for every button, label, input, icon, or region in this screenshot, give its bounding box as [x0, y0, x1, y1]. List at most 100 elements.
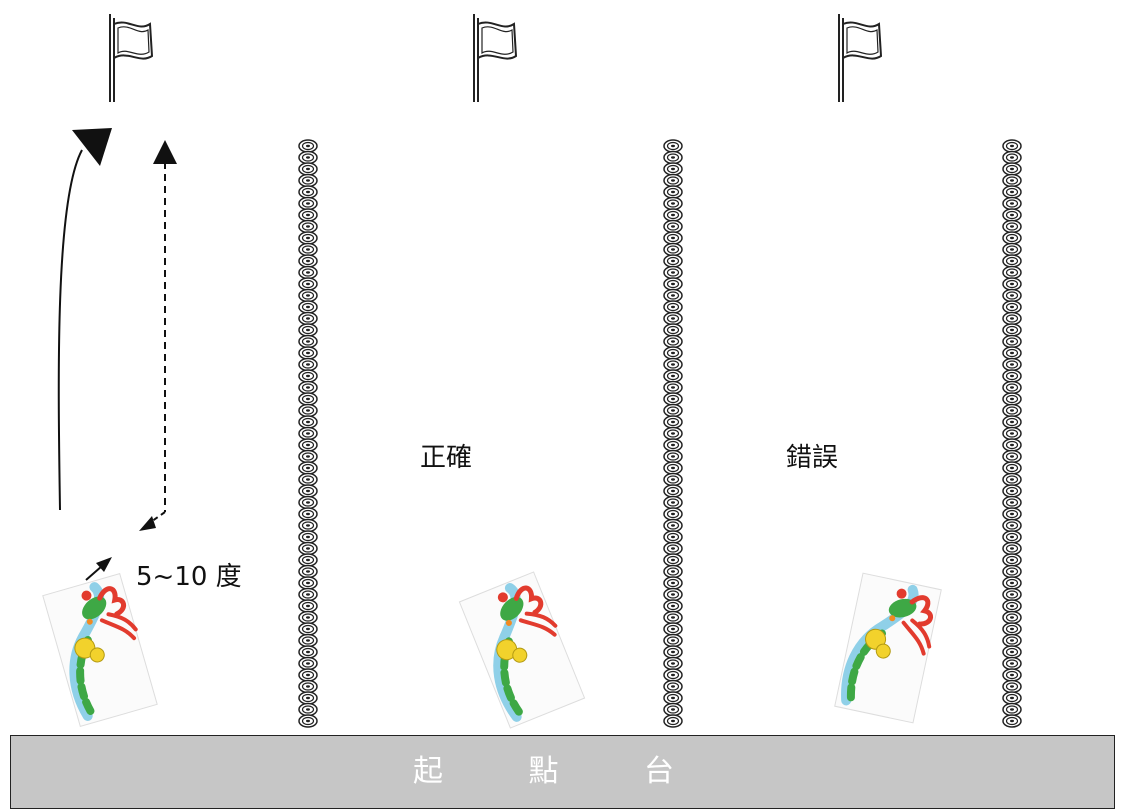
lane-rope-float-icon	[298, 587, 318, 602]
lane-rope-float-icon	[663, 530, 683, 544]
lane-rope-float-icon	[663, 254, 683, 268]
lane-rope-float-icon	[298, 311, 318, 326]
dragon-swimmer-icon	[43, 574, 157, 727]
lane-rope-float-icon	[1002, 645, 1022, 659]
arrow-head	[96, 557, 112, 572]
lane-rope-float-icon	[663, 541, 683, 556]
angle-label: 5~10 度	[136, 562, 242, 592]
lane-rope-float-icon	[298, 438, 318, 452]
lane-rope-float-icon	[663, 369, 683, 383]
lane-rope-float-icon	[298, 185, 318, 199]
lane-rope-float-icon	[663, 185, 683, 199]
lane-rope-float-icon	[1002, 173, 1022, 188]
lane-rope-float-icon	[663, 645, 683, 659]
flag-icon	[473, 13, 517, 103]
lane-rope-float-icon	[663, 173, 683, 188]
lane-rope-float-icon	[663, 622, 683, 636]
flag-icon	[838, 13, 882, 103]
arrow-head	[72, 128, 112, 166]
lane-rope-float-icon	[1002, 415, 1022, 429]
lane-rope-float-icon	[1002, 702, 1022, 717]
lane-rope-float-icon	[1002, 553, 1022, 567]
dashed-guide-line	[147, 511, 166, 525]
lane-rope-float-icon	[1002, 185, 1022, 199]
lane-rope-float-icon	[1002, 714, 1022, 728]
lane-rope-float-icon	[298, 645, 318, 659]
lane-rope-float-icon	[1002, 254, 1022, 268]
lane-rope-float-icon	[663, 668, 683, 682]
lane-rope-float-icon	[298, 162, 318, 176]
lane-rope-float-icon	[663, 162, 683, 176]
lane-rope-float-icon	[1002, 403, 1022, 418]
lane-rope-float-icon	[663, 507, 683, 521]
lane-rope-float-icon	[1002, 162, 1022, 176]
lane-rope-float-icon	[298, 679, 318, 694]
lane-rope-float-icon	[1002, 150, 1022, 165]
lane-rope-float-icon	[298, 369, 318, 383]
lane-rope-float-icon	[663, 334, 683, 349]
swim-path-arrow	[57, 149, 83, 511]
lane-rope-float-icon	[663, 449, 683, 464]
lane-rope-float-icon	[1002, 265, 1022, 280]
lane-rope-float-icon	[298, 300, 318, 314]
arrow-head	[153, 140, 177, 164]
lane-rope-float-icon	[1002, 668, 1022, 682]
platform-label: 起 點 台	[412, 754, 713, 789]
lane-rope-float-icon	[1002, 323, 1022, 337]
correct-label: 正確	[420, 443, 473, 473]
lane-rope-float-icon	[298, 334, 318, 349]
lane-rope-float-icon	[298, 196, 318, 211]
lane-rope-float-icon	[663, 484, 683, 498]
starting-platform: 起 點 台	[10, 735, 1115, 809]
lane-rope	[298, 139, 318, 728]
lane-rope-float-icon	[298, 231, 318, 245]
lane-rope-float-icon	[298, 484, 318, 498]
wrong-label: 錯誤	[786, 443, 839, 473]
lane-rope-float-icon	[298, 472, 318, 487]
lane-rope-float-icon	[663, 242, 683, 257]
lane-rope-float-icon	[298, 668, 318, 682]
lane-rope-float-icon	[298, 415, 318, 429]
lane-rope-float-icon	[663, 472, 683, 487]
lane-rope-float-icon	[1002, 691, 1022, 705]
lane-rope-float-icon	[1002, 208, 1022, 222]
lane-rope-float-icon	[298, 702, 318, 717]
lane-rope-float-icon	[663, 380, 683, 395]
lane-rope-float-icon	[663, 587, 683, 602]
lane-rope-float-icon	[298, 714, 318, 728]
lane-rope-float-icon	[1002, 449, 1022, 464]
lane-rope-float-icon	[298, 346, 318, 360]
lane-rope-float-icon	[298, 380, 318, 395]
angle-arrow	[85, 565, 103, 581]
lane-rope	[663, 139, 683, 728]
lane-rope-float-icon	[298, 173, 318, 188]
lane-rope-float-icon	[663, 553, 683, 567]
lane-rope-float-icon	[298, 150, 318, 165]
lane-rope-float-icon	[298, 277, 318, 291]
lane-rope-float-icon	[298, 392, 318, 406]
lane-rope-float-icon	[663, 403, 683, 418]
lane-rope-float-icon	[298, 495, 318, 510]
lane-rope-float-icon	[1002, 311, 1022, 326]
lane-rope-float-icon	[1002, 369, 1022, 383]
lane-rope-float-icon	[1002, 587, 1022, 602]
lane-rope-float-icon	[1002, 231, 1022, 245]
lane-rope-float-icon	[1002, 541, 1022, 556]
lane-rope-float-icon	[298, 461, 318, 475]
lane-rope-float-icon	[298, 265, 318, 280]
lane-rope-float-icon	[1002, 507, 1022, 521]
lane-rope-float-icon	[298, 656, 318, 671]
lane-rope-float-icon	[663, 357, 683, 372]
lane-rope-float-icon	[298, 530, 318, 544]
lane-rope-float-icon	[1002, 633, 1022, 648]
lane-rope-float-icon	[1002, 357, 1022, 372]
lane-rope-float-icon	[1002, 576, 1022, 590]
lane-rope-float-icon	[298, 254, 318, 268]
dragon-swimmer-icon	[459, 572, 584, 728]
lane-rope-float-icon	[663, 231, 683, 245]
lane-rope-float-icon	[1002, 530, 1022, 544]
lane-rope-float-icon	[298, 622, 318, 636]
lane-rope-float-icon	[663, 346, 683, 360]
lane-rope-float-icon	[1002, 219, 1022, 234]
